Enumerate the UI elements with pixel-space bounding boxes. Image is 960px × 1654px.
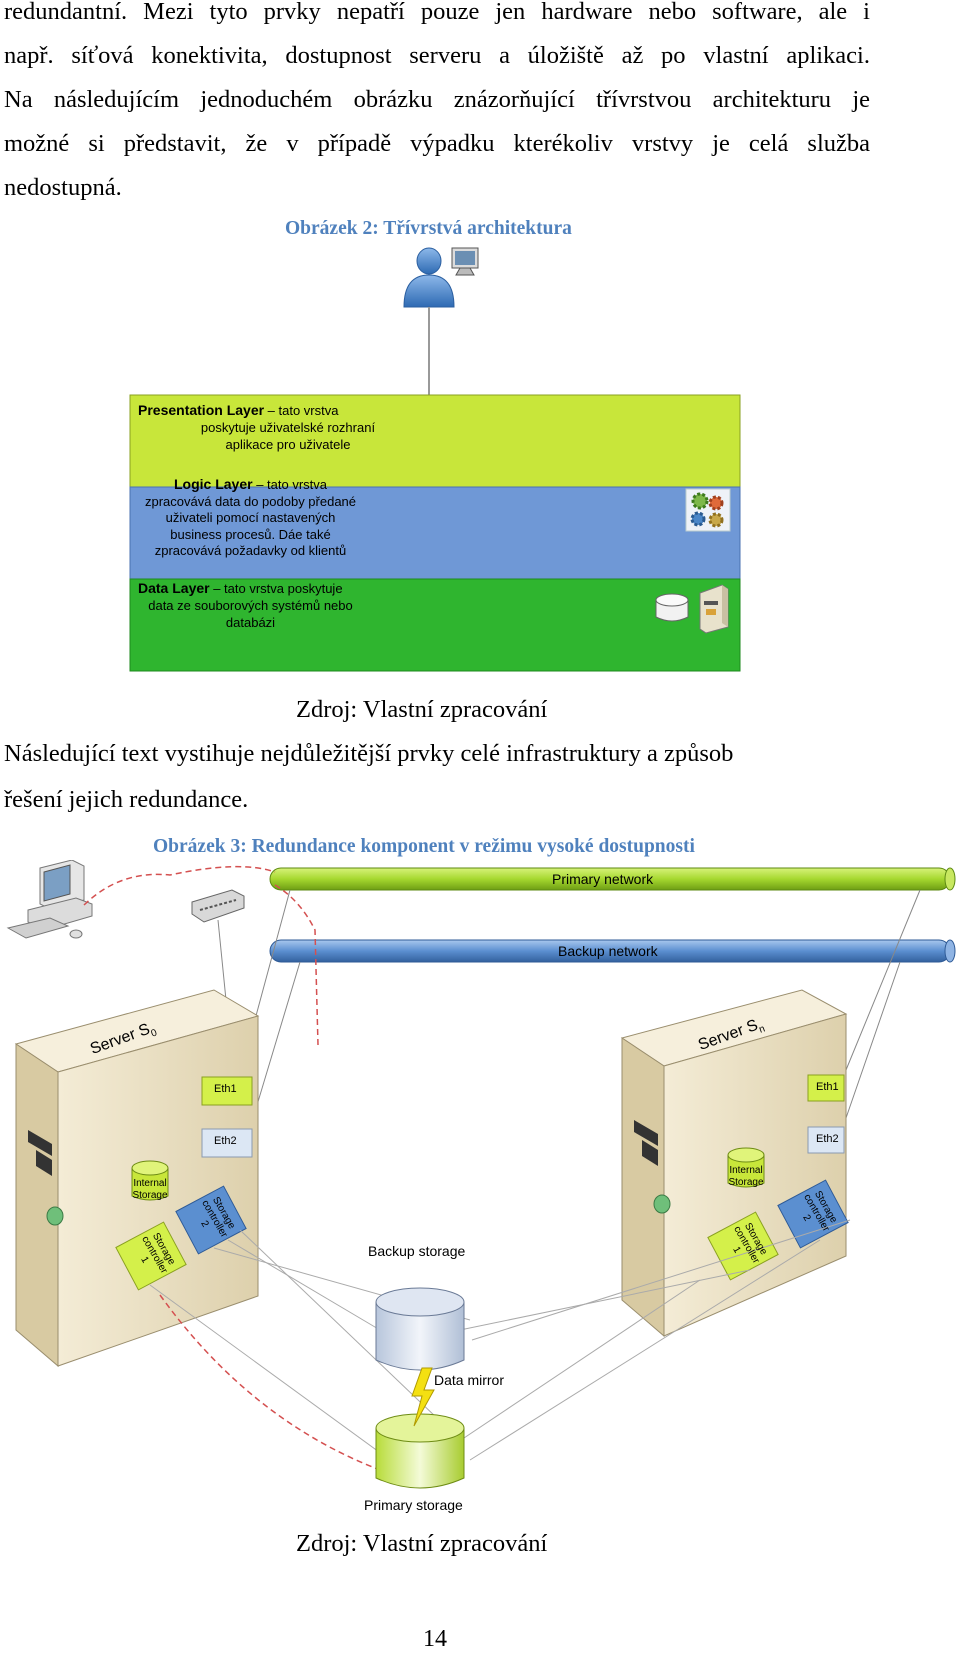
data-layer <box>129 578 741 672</box>
servern-controller1-box <box>707 1211 779 1281</box>
text-line: nedostupná. <box>4 174 122 201</box>
figure3-source: Zdroj: Vlastní zpracování <box>296 1530 548 1557</box>
user-icon <box>403 247 455 308</box>
presentation-layer-desc: – tato vrstva <box>264 403 339 418</box>
logic-layer-text: Logic Layer – tato vrstva zpracovává dat… <box>138 476 363 560</box>
logic-layer <box>129 486 741 580</box>
data-mirror-label: Data mirror <box>434 1372 505 1388</box>
text-line: redundantní. Mezi tyto prvky nepatří pou… <box>4 0 870 25</box>
server0-controller1-box <box>115 1221 187 1291</box>
primary-storage <box>375 1413 465 1489</box>
logic-layer-desc: zpracovává data do podoby předané <box>144 493 357 509</box>
primary-storage-label: Primary storage <box>364 1497 463 1513</box>
server0-eth1-box <box>201 1076 253 1106</box>
logic-layer-title: Logic Layer <box>173 476 253 492</box>
text-line: např. síťová konektivita, dostupnost ser… <box>4 42 870 69</box>
backup-storage-label: Backup storage <box>368 1243 466 1259</box>
server-n <box>620 989 848 1338</box>
label-line: Internal <box>729 1165 763 1176</box>
presentation-layer-desc: aplikace pro uživatele <box>225 437 351 452</box>
data-layer-desc: databázi <box>225 615 276 630</box>
server0-internal-storage-label: Internal Storage <box>126 1178 174 1202</box>
servern-controller2-box <box>777 1179 849 1249</box>
label-line: Storage <box>132 1190 168 1201</box>
servern-eth1-label: Eth1 <box>816 1081 839 1093</box>
logic-layer-desc: business procesů. Dáe také <box>170 526 331 542</box>
label-line: Storage <box>728 1177 764 1188</box>
backup-network-pipe <box>269 939 956 963</box>
monitor-icon <box>451 247 479 276</box>
data-layer-text: Data Layer – tato vrstva poskytuje data … <box>138 580 363 631</box>
database-icon <box>655 593 689 622</box>
label-line: Internal <box>133 1178 167 1189</box>
server-icon <box>699 584 729 634</box>
server0-eth2-box <box>201 1128 253 1158</box>
server0-eth1-label: Eth1 <box>214 1083 237 1095</box>
primary-network-label: Primary network <box>552 871 654 887</box>
presentation-layer-desc: poskytuje uživatelské rozhraní <box>200 420 376 435</box>
server0-controller2-box <box>175 1185 247 1255</box>
servern-eth2-box <box>807 1126 845 1154</box>
server0-eth2-label: Eth2 <box>214 1135 237 1147</box>
presentation-layer-title: Presentation Layer <box>138 402 265 418</box>
logic-layer-desc: uživateli pomocí nastavených <box>165 510 336 525</box>
servern-eth1-box <box>807 1074 845 1102</box>
lightning-icon <box>411 1367 435 1427</box>
backup-network-label: Backup network <box>558 943 658 959</box>
data-layer-title: Data Layer <box>138 580 210 596</box>
primary-network-pipe <box>269 867 956 891</box>
text-line: Následující text vystihuje nejdůležitějš… <box>4 740 734 767</box>
servern-eth2-label: Eth2 <box>816 1133 839 1145</box>
logic-layer-desc: zpracovává požadavky od klientů <box>154 543 347 558</box>
figure2-caption: Obrázek 2: Třívrstvá architektura <box>285 218 572 239</box>
text-line: řešení jejich redundance. <box>4 786 249 813</box>
presentation-layer-text: Presentation Layer – tato vrstva poskytu… <box>138 402 438 453</box>
page-number: 14 <box>423 1626 447 1652</box>
presentation-layer <box>129 394 741 488</box>
switch-icon <box>191 889 245 923</box>
data-layer-desc: – tato vrstva poskytuje <box>209 581 343 596</box>
backup-storage <box>375 1287 465 1371</box>
data-layer-desc: data ze souborových systémů nebo <box>148 598 353 613</box>
text-line: Na následujícím jednoduchém obrázku znáz… <box>4 86 870 113</box>
figure2-diagram <box>129 247 741 672</box>
figure2-source: Zdroj: Vlastní zpracování <box>296 696 548 723</box>
computer-icon <box>6 860 93 939</box>
gears-icon <box>685 488 731 532</box>
figure3-diagram <box>6 860 956 1489</box>
figure3-caption: Obrázek 3: Redundance komponent v režimu… <box>153 836 695 857</box>
servern-internal-storage-label: Internal Storage <box>722 1165 770 1189</box>
logic-layer-desc: – tato vrstva <box>252 477 327 492</box>
text-line: možné si představit, že v případě výpadk… <box>4 130 870 157</box>
